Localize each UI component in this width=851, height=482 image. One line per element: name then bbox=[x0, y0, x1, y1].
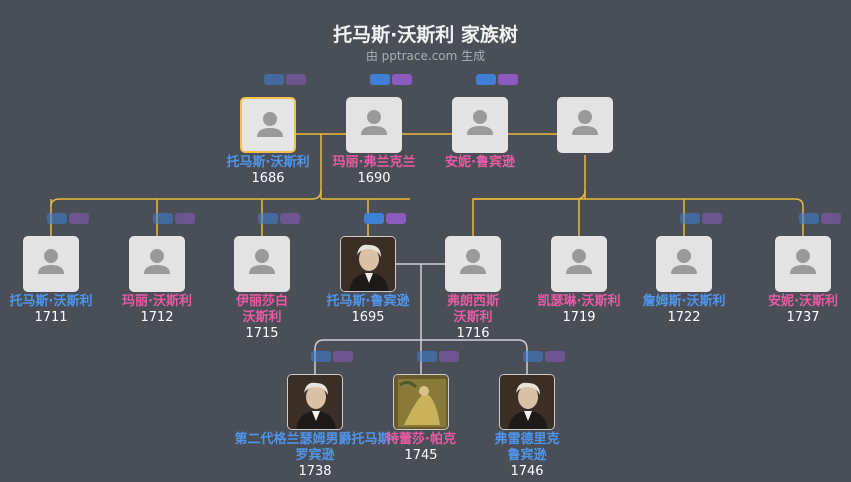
relation-tag-female[interactable] bbox=[821, 213, 841, 224]
person-name[interactable]: 詹姆斯·沃斯利 bbox=[642, 294, 726, 309]
person-birth-year: 1745 bbox=[404, 448, 438, 463]
person-placeholder-icon bbox=[249, 249, 275, 274]
person-placeholder-icon bbox=[144, 249, 170, 274]
person-birth-year: 1738 bbox=[298, 464, 332, 479]
relation-tag-male[interactable] bbox=[153, 213, 173, 224]
page-title: 托马斯·沃斯利 家族树 bbox=[333, 24, 518, 46]
relation-tag-male[interactable] bbox=[417, 351, 437, 362]
person-card[interactable] bbox=[234, 236, 290, 292]
person-placeholder-icon bbox=[467, 110, 493, 135]
person-card[interactable] bbox=[346, 97, 402, 153]
relation-tag-female[interactable] bbox=[392, 74, 412, 85]
relation-tag-male[interactable] bbox=[680, 213, 700, 224]
person-name[interactable]: 玛丽·沃斯利 bbox=[122, 294, 192, 309]
person-card[interactable] bbox=[240, 97, 296, 153]
person-birth-year: 1716 bbox=[456, 326, 490, 341]
person-placeholder-icon bbox=[572, 110, 598, 135]
relation-tag-male[interactable] bbox=[799, 213, 819, 224]
relation-tag-female[interactable] bbox=[175, 213, 195, 224]
relation-tag-male[interactable] bbox=[523, 351, 543, 362]
person-card[interactable] bbox=[557, 97, 613, 153]
person-birth-year: 1746 bbox=[510, 464, 544, 479]
person-birth-year: 1715 bbox=[245, 326, 279, 341]
person-birth-year: 1712 bbox=[140, 310, 174, 325]
relation-tag-male[interactable] bbox=[264, 74, 284, 85]
person-card[interactable] bbox=[287, 374, 343, 430]
person-name[interactable]: 安妮·鲁宾逊 bbox=[445, 155, 515, 170]
person-name[interactable]: 托马斯·沃斯利 bbox=[226, 155, 310, 170]
relation-tag-male[interactable] bbox=[47, 213, 67, 224]
person-placeholder-icon bbox=[566, 249, 592, 274]
relation-tag-female[interactable] bbox=[545, 351, 565, 362]
person-name[interactable]: 第二代格兰瑟姆男爵托马斯· 罗宾逊 bbox=[234, 432, 396, 463]
person-card[interactable] bbox=[23, 236, 79, 292]
person-portrait bbox=[500, 375, 554, 429]
person-name[interactable]: 特蕾莎·帕克 bbox=[386, 432, 456, 447]
person-birth-year: 1722 bbox=[667, 310, 701, 325]
person-birth-year: 1719 bbox=[562, 310, 596, 325]
person-placeholder-icon bbox=[38, 249, 64, 274]
relation-tag-female[interactable] bbox=[498, 74, 518, 85]
person-name[interactable]: 托马斯·鲁宾逊 bbox=[326, 294, 410, 309]
person-card[interactable] bbox=[452, 97, 508, 153]
person-name[interactable]: 弗朗西斯 沃斯利 bbox=[446, 294, 499, 325]
page-subtitle: 由 pptrace.com 生成 bbox=[365, 49, 486, 63]
person-card[interactable] bbox=[129, 236, 185, 292]
relation-tag-female[interactable] bbox=[69, 213, 89, 224]
person-name[interactable]: 托马斯·沃斯利 bbox=[9, 294, 93, 309]
relation-tag-female[interactable] bbox=[386, 213, 406, 224]
relation-tag-male[interactable] bbox=[311, 351, 331, 362]
relation-tag-male[interactable] bbox=[258, 213, 278, 224]
person-card[interactable] bbox=[340, 236, 396, 292]
person-portrait bbox=[341, 237, 395, 291]
person-placeholder-icon bbox=[361, 110, 387, 135]
relation-tag-male[interactable] bbox=[364, 213, 384, 224]
relation-tag-female[interactable] bbox=[702, 213, 722, 224]
person-card[interactable] bbox=[445, 236, 501, 292]
relation-tag-male[interactable] bbox=[370, 74, 390, 85]
person-card[interactable] bbox=[656, 236, 712, 292]
person-card[interactable] bbox=[499, 374, 555, 430]
person-placeholder-icon bbox=[460, 249, 486, 274]
person-placeholder-icon bbox=[257, 112, 283, 137]
person-birth-year: 1737 bbox=[786, 310, 820, 325]
relation-tag-female[interactable] bbox=[333, 351, 353, 362]
person-portrait bbox=[288, 375, 342, 429]
person-card[interactable] bbox=[393, 374, 449, 430]
person-placeholder-icon bbox=[671, 249, 697, 274]
relation-tag-female[interactable] bbox=[439, 351, 459, 362]
person-card[interactable] bbox=[551, 236, 607, 292]
person-birth-year: 1690 bbox=[357, 171, 391, 186]
relation-tag-male[interactable] bbox=[476, 74, 496, 85]
person-name[interactable]: 弗雷德里克 鲁宾逊 bbox=[494, 432, 560, 463]
person-name[interactable]: 伊丽莎白 沃斯利 bbox=[235, 294, 288, 325]
person-portrait bbox=[394, 375, 448, 429]
person-name[interactable]: 凯瑟琳·沃斯利 bbox=[537, 294, 621, 309]
person-name[interactable]: 安妮·沃斯利 bbox=[768, 294, 838, 309]
person-birth-year: 1711 bbox=[34, 310, 68, 325]
person-name[interactable]: 玛丽·弗兰克兰 bbox=[332, 155, 416, 170]
person-birth-year: 1686 bbox=[251, 171, 285, 186]
relation-tag-female[interactable] bbox=[280, 213, 300, 224]
relation-tag-female[interactable] bbox=[286, 74, 306, 85]
person-card[interactable] bbox=[775, 236, 831, 292]
person-placeholder-icon bbox=[790, 249, 816, 274]
person-birth-year: 1695 bbox=[351, 310, 385, 325]
